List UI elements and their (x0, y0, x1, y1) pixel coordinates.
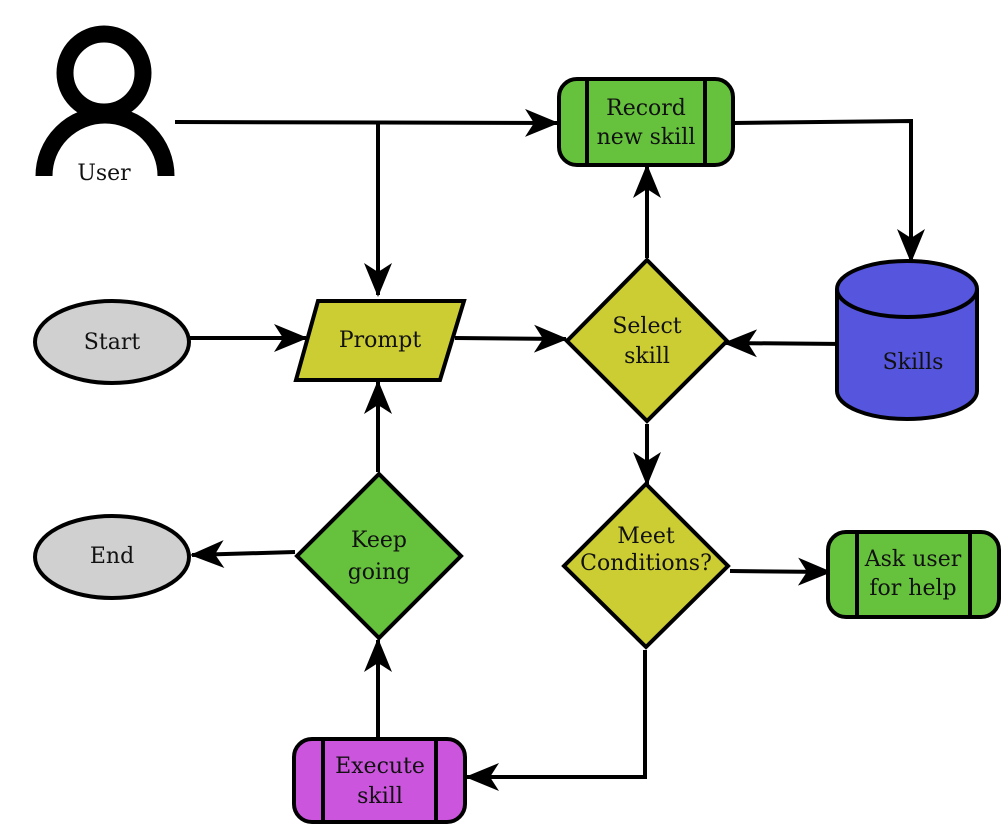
edge-meet-to-execute (465, 650, 647, 791)
select-skill-label-line2: skill (624, 344, 670, 369)
edge-meet-to-ask (729, 557, 832, 586)
keep-going-node: Keep going (294, 471, 464, 641)
ask-user-label-line2: for help (869, 576, 956, 601)
execute-skill-label-line1: Execute (335, 754, 425, 779)
keep-going-diamond (294, 471, 464, 641)
edge-user-to-record (174, 108, 559, 137)
record-new-skill-node: Record new skill (557, 77, 735, 167)
select-skill-label-line1: Select (612, 314, 681, 339)
edge-keep-to-end (190, 540, 296, 569)
record-new-skill-label-line1: Record (606, 96, 686, 121)
skills-label: Skills (883, 350, 944, 375)
start-ellipse (33, 299, 191, 385)
user-label: User (77, 161, 131, 186)
end-label: End (90, 544, 134, 569)
record-new-skill-box (557, 77, 735, 167)
user-icon (35, 25, 175, 177)
edge-record-to-skills (732, 118, 925, 263)
end-ellipse (33, 514, 191, 600)
keep-going-label-line1: Keep (351, 528, 407, 553)
meet-conditions-node: Meet Conditions? (561, 481, 731, 650)
ask-user-node: Ask user for help (826, 530, 1001, 619)
edge-skills-to-select (723, 329, 846, 358)
meet-conditions-diamond (561, 481, 731, 650)
ask-user-label-line1: Ask user (864, 547, 962, 572)
end-node: End (33, 514, 191, 600)
select-skill-diamond (564, 257, 730, 424)
record-new-skill-label-line2: new skill (597, 125, 696, 150)
start-node: Start (33, 299, 191, 385)
keep-going-label-line2: going (348, 560, 411, 585)
skills-cylinder-body (835, 289, 979, 421)
select-skill-node: Select skill (564, 257, 730, 424)
start-label: Start (84, 330, 141, 355)
meet-conditions-label-line1: Meet (617, 524, 675, 549)
execute-skill-box (292, 737, 467, 824)
execute-skill-label-line2: skill (357, 784, 403, 809)
prompt-parallelogram (293, 299, 467, 382)
edge-prompt-to-select (454, 324, 568, 353)
ask-user-box (826, 530, 1001, 619)
prompt-node: Prompt (293, 299, 467, 382)
meet-conditions-label-line2: Conditions? (580, 551, 712, 576)
user-node: User (35, 25, 175, 186)
prompt-label: Prompt (339, 328, 422, 353)
edges (174, 108, 925, 791)
skills-node: Skills (835, 259, 979, 421)
skills-cylinder-top (835, 259, 979, 319)
execute-skill-node: Execute skill (292, 737, 467, 824)
